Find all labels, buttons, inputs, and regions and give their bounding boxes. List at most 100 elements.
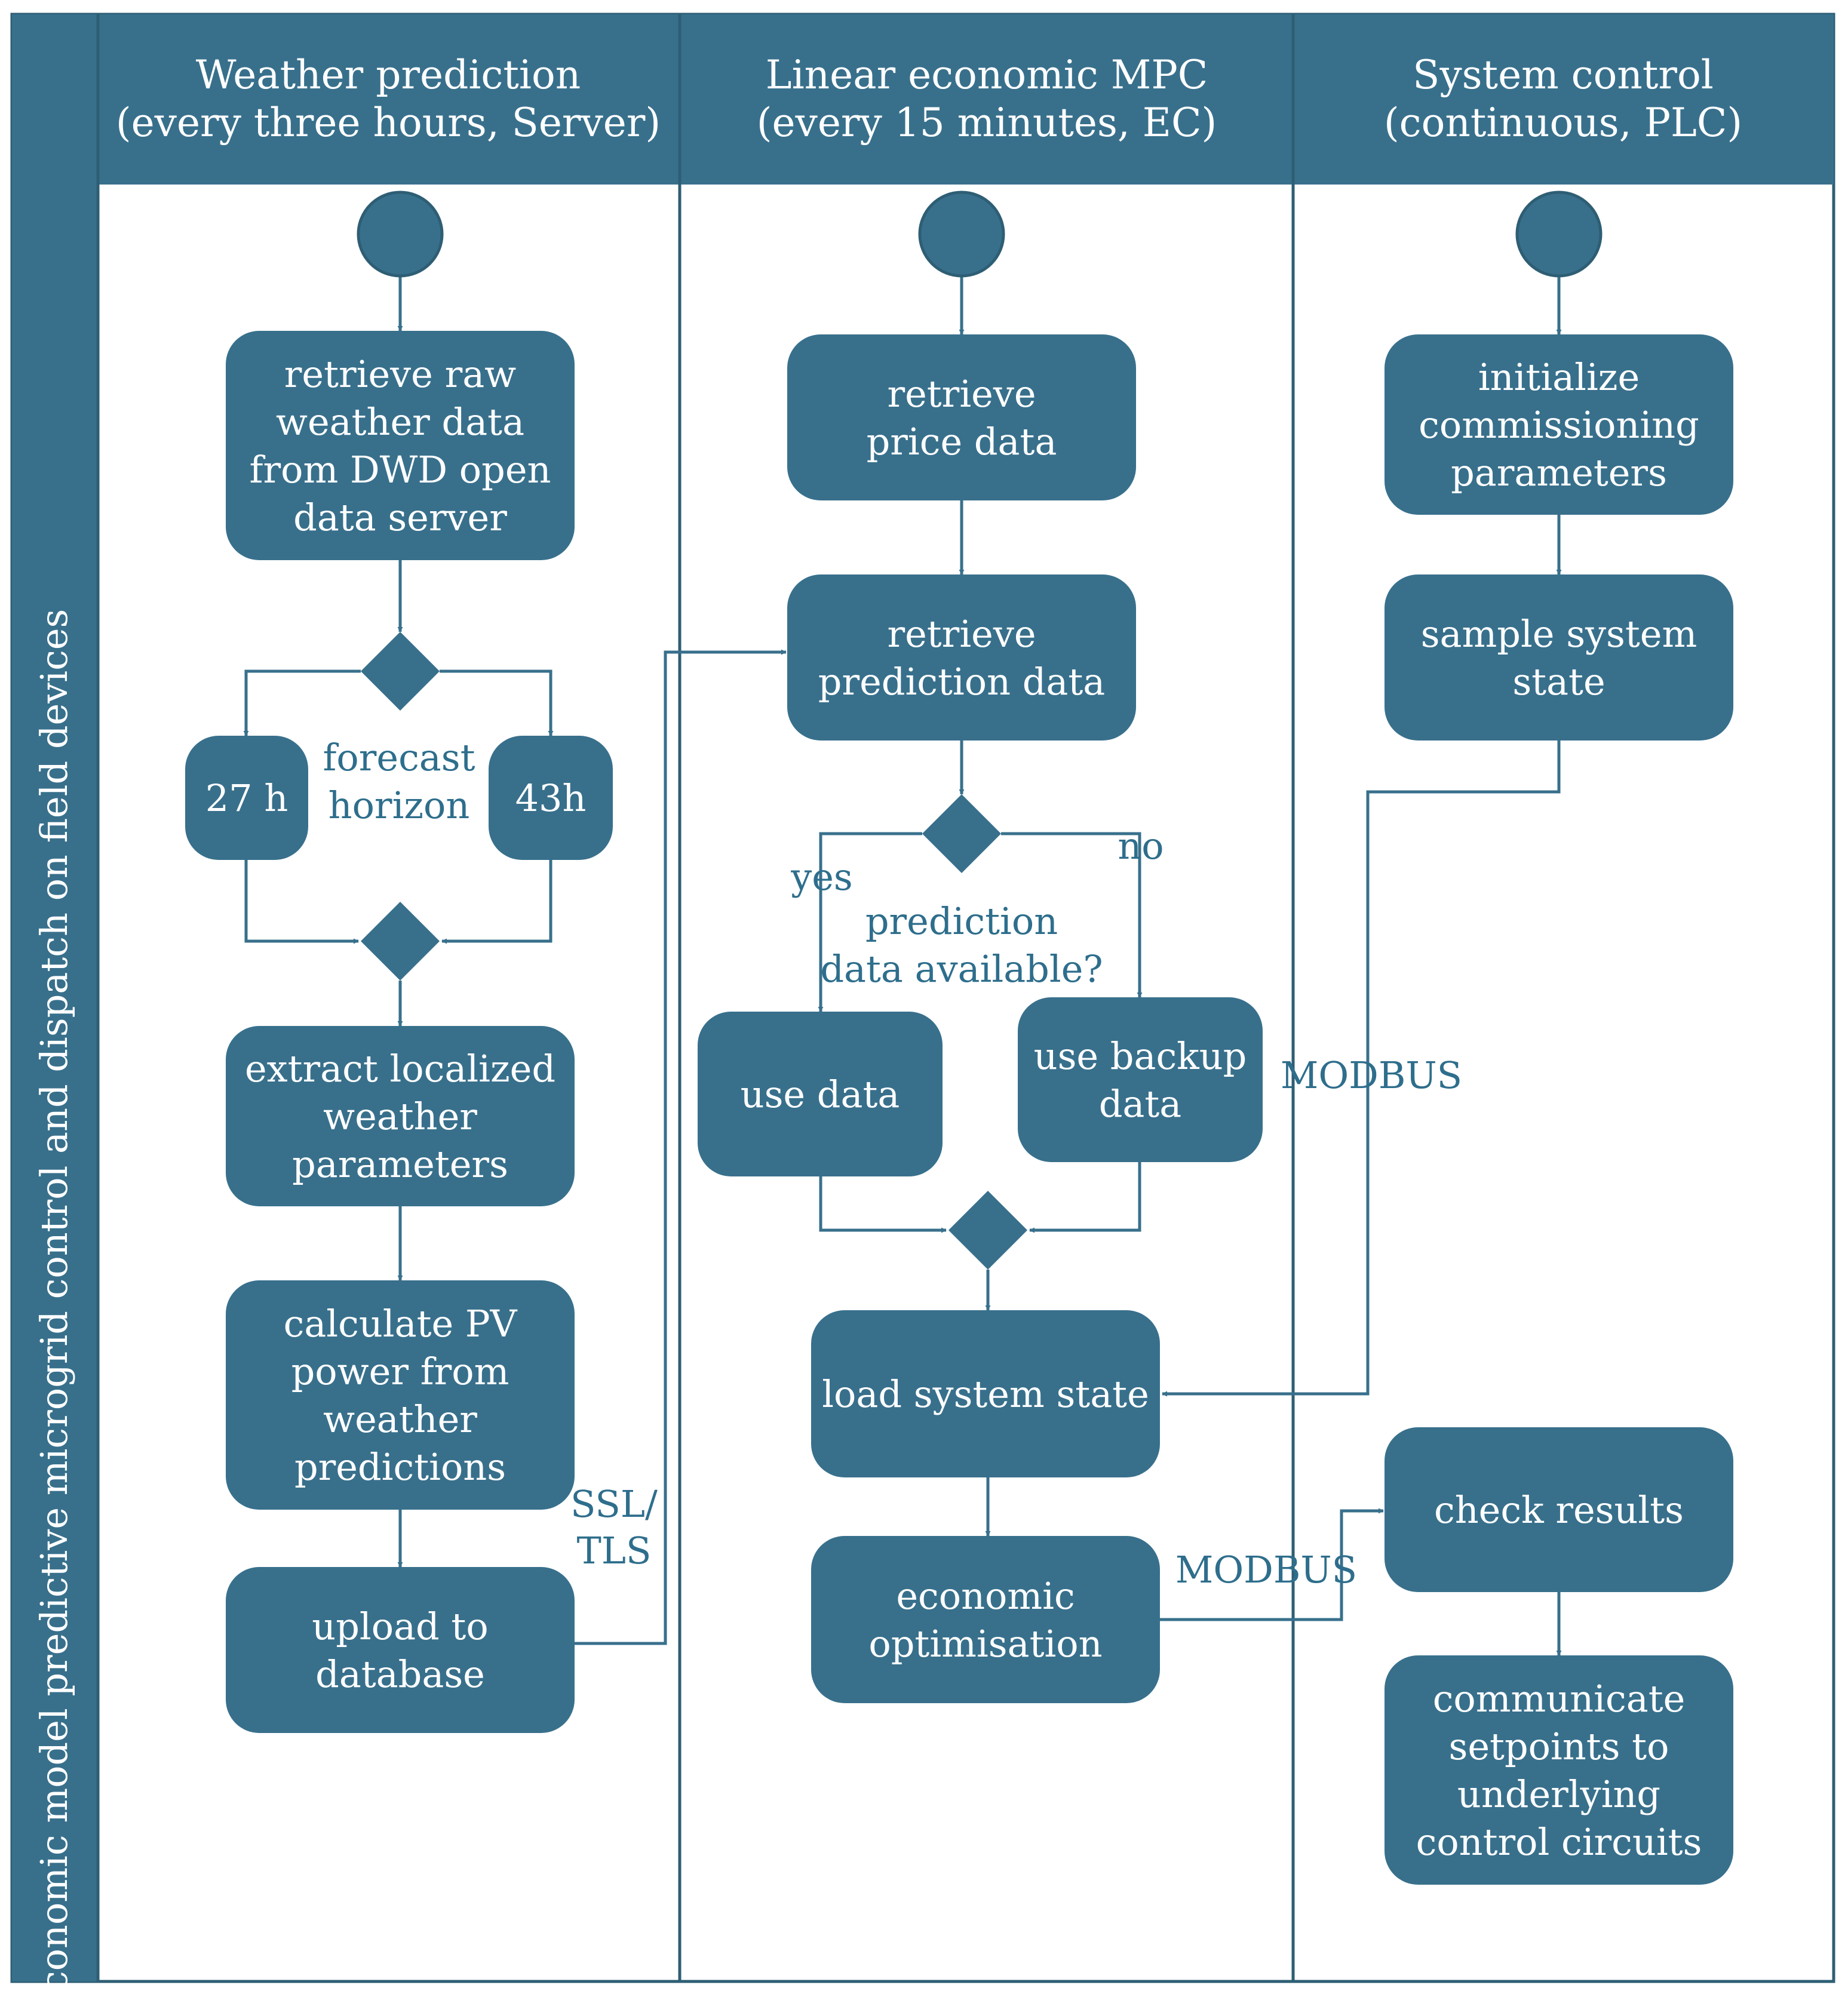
merge-forecast-horizon xyxy=(361,902,440,981)
edge-decision-no xyxy=(1001,832,1143,998)
node-label-line: communicate xyxy=(1433,1677,1686,1720)
node-label-line: from DWD open xyxy=(250,448,551,491)
label-yes: yes xyxy=(790,855,853,899)
node-check-results: check results xyxy=(1385,1427,1733,1592)
node-box xyxy=(489,736,613,860)
node-box xyxy=(226,1567,575,1733)
node-label-line: power from xyxy=(291,1350,509,1393)
decision-forecast-horizon xyxy=(361,632,440,711)
label-modbus-state: MODBUS xyxy=(1281,1053,1462,1097)
node-box xyxy=(811,1310,1160,1477)
node-box xyxy=(811,1536,1160,1703)
edge-upload-to-retrieve-prediction xyxy=(575,649,787,1645)
node-box xyxy=(787,574,1136,741)
node-label-line: prediction data xyxy=(818,660,1106,703)
node-box xyxy=(226,1280,575,1510)
node-label-line: weather data xyxy=(276,400,524,444)
node-label-line: control circuits xyxy=(1416,1820,1702,1864)
node-label-line: state xyxy=(1512,660,1605,703)
label-forecast-horizon-2: horizon xyxy=(329,784,470,827)
label-modbus-results: MODBUS xyxy=(1175,1548,1357,1591)
node-label-line: retrieve xyxy=(887,372,1036,416)
side-title: Economic model predictive microgrid cont… xyxy=(32,609,76,1991)
edge-decision-to-43h xyxy=(440,669,554,736)
node-label-line: calculate PV xyxy=(284,1302,518,1345)
edge-use-data-to-merge xyxy=(819,1176,947,1233)
node-label-line: commissioning xyxy=(1419,403,1699,447)
node-label-line: use backup xyxy=(1034,1034,1247,1078)
node-box xyxy=(1385,1655,1733,1885)
node-label-line: parameters xyxy=(292,1142,508,1186)
edge-optimisation-to-check xyxy=(1160,1508,1384,1621)
lane-title-weather: Weather prediction xyxy=(196,52,581,98)
start-node-weather xyxy=(357,191,444,278)
node-label-line: weather xyxy=(323,1397,477,1441)
label-ssl-tls-1: SSL/ xyxy=(570,1482,658,1526)
node-label-line: upload to xyxy=(312,1605,488,1648)
node-label-line: data xyxy=(1099,1082,1182,1126)
lane-title-mpc: Linear economic MPC xyxy=(766,52,1208,98)
node-label-line: initialize xyxy=(1478,355,1640,399)
start-node-control xyxy=(1515,191,1603,278)
node-box xyxy=(1385,1427,1733,1592)
node-label-line: setpoints to xyxy=(1449,1725,1669,1768)
node-label-line: weather xyxy=(323,1095,477,1138)
node-label-line: 43h xyxy=(515,776,587,820)
node-label-line: load system state xyxy=(822,1372,1149,1416)
lane-header-band xyxy=(98,14,1834,185)
decision-prediction-available xyxy=(922,794,1001,873)
node-label-line: use data xyxy=(741,1073,900,1116)
node-box xyxy=(226,331,575,560)
node-label-line: economic xyxy=(896,1574,1075,1618)
node-label-line: retrieve raw xyxy=(284,352,517,396)
lane-subtitle-control: (continuous, PLC) xyxy=(1384,100,1742,146)
node-label-line: optimisation xyxy=(868,1622,1102,1666)
edge-decision-to-27h xyxy=(243,669,361,736)
node-communicate: communicate setpoints tounderlyingcontrol… xyxy=(1385,1655,1733,1885)
node-box xyxy=(698,1012,943,1176)
node-label-line: parameters xyxy=(1451,451,1667,494)
node-label-line: check results xyxy=(1434,1488,1684,1532)
label-forecast-horizon-1: forecast xyxy=(323,736,475,779)
node-horizon-43: 43h xyxy=(489,736,613,860)
lane-title-control: System control xyxy=(1413,52,1714,98)
edge-27h-to-merge xyxy=(244,860,359,944)
edge-sample-to-load-state xyxy=(1162,741,1561,1397)
node-use-data: use data xyxy=(698,1012,943,1176)
node-load-state: load system state xyxy=(811,1310,1160,1477)
node-box xyxy=(1385,574,1733,741)
label-prediction-available-1: prediction xyxy=(865,899,1058,943)
label-prediction-available-2: data available? xyxy=(820,947,1103,991)
merge-prediction-data xyxy=(948,1191,1027,1270)
start-node-mpc xyxy=(918,191,1005,278)
node-label-line: data server xyxy=(293,496,507,539)
lane-subtitle-weather: (every three hours, Server) xyxy=(116,100,661,146)
node-label-line: database xyxy=(315,1652,485,1696)
side-title-band xyxy=(12,14,98,1981)
connectors xyxy=(243,276,1562,1656)
label-ssl-tls-2: TLS xyxy=(577,1529,652,1572)
node-horizon-27: 27 h xyxy=(185,736,308,860)
node-box xyxy=(1385,334,1733,515)
node-box xyxy=(1018,997,1263,1162)
node-label-line: underlying xyxy=(1457,1772,1660,1816)
edge-use-backup-to-merge xyxy=(1029,1162,1141,1233)
node-label-line: extract localized xyxy=(245,1047,555,1090)
lane-subtitle-mpc: (every 15 minutes, EC) xyxy=(757,100,1217,146)
node-label-line: predictions xyxy=(294,1445,506,1489)
node-label-line: sample system xyxy=(1421,612,1697,656)
edge-43h-to-merge xyxy=(441,860,552,944)
node-label-line: 27 h xyxy=(205,776,288,820)
node-box xyxy=(226,1026,575,1206)
